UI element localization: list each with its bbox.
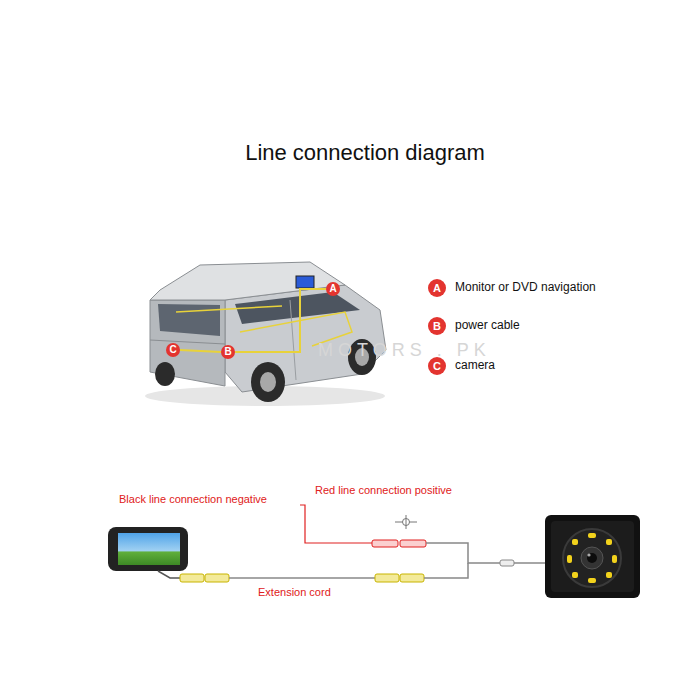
callout-circle: C (166, 343, 180, 357)
callout-circle: A (326, 282, 340, 296)
camera-illustration (545, 515, 640, 598)
callout-letter: A (329, 284, 336, 294)
wire-connector (235, 289, 326, 352)
monitor-illustration (108, 527, 188, 571)
callout-circle: B (221, 345, 235, 359)
callout-letter: C (169, 345, 176, 355)
wire-label: Extension cord (258, 586, 331, 599)
key-text: camera (455, 359, 495, 373)
callout-letter: C (433, 361, 441, 372)
wiring (158, 505, 545, 582)
key-circle: A (428, 279, 446, 297)
watermark: MOTORS . PK (318, 340, 491, 361)
key-circle: B (428, 317, 446, 335)
key-text: Monitor or DVD navigation (455, 281, 596, 295)
wire-connector (180, 350, 221, 352)
wire-label: Black line connection negative (119, 493, 267, 506)
car-illustration (145, 262, 386, 406)
diagram-title: Line connection diagram (0, 140, 700, 165)
wire-label: Red line connection positive (315, 484, 452, 497)
callout-letter: B (224, 347, 231, 357)
key-text: power cable (455, 319, 520, 333)
callout-letter: B (433, 321, 441, 332)
callout-letter: A (433, 283, 441, 294)
